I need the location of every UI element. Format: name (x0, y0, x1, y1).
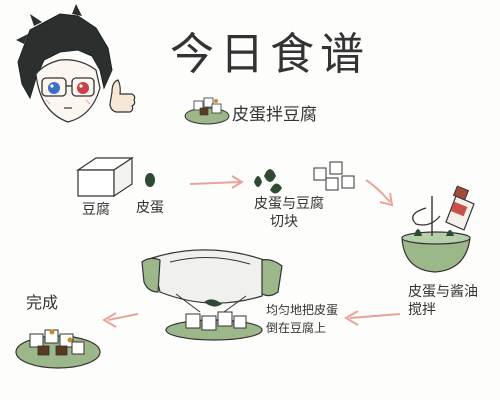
label-mix-line2: 搅拌 (408, 302, 436, 318)
label-pour-line1: 均匀地把皮蛋 (266, 303, 339, 317)
soy-sauce-bottle-icon (445, 185, 475, 231)
label-mix-line1: 皮蛋与酱油 (408, 284, 478, 300)
arrow-step-2 (365, 179, 394, 207)
character-avatar (16, 4, 113, 123)
label-pour-line2: 倒在豆腐上 (266, 321, 327, 335)
label-century-egg: 皮蛋 (136, 200, 164, 216)
dish-name: 皮蛋拌豆腐 (232, 105, 317, 125)
tofu-block-icon (76, 156, 134, 198)
arrow-step-1 (189, 175, 244, 189)
cubes-icon (313, 161, 355, 191)
dish-preview-icon (184, 97, 230, 125)
label-cut-line1: 皮蛋与豆腐 (254, 196, 324, 212)
thumbs-up-icon (109, 79, 136, 113)
page-title: 今日食谱 (170, 29, 370, 80)
label-cut-line2: 切块 (270, 214, 298, 230)
pouring-bowl-icon (141, 249, 283, 341)
century-egg-icon (145, 173, 155, 187)
finished-dish-icon (15, 329, 101, 369)
arrow-step-3 (344, 310, 401, 326)
arrow-step-4 (102, 312, 139, 328)
label-tofu: 豆腐 (82, 202, 110, 218)
label-done: 完成 (26, 293, 59, 312)
cut-egg-pieces-icon (254, 169, 282, 194)
whisk-bowl-icon (401, 196, 471, 273)
